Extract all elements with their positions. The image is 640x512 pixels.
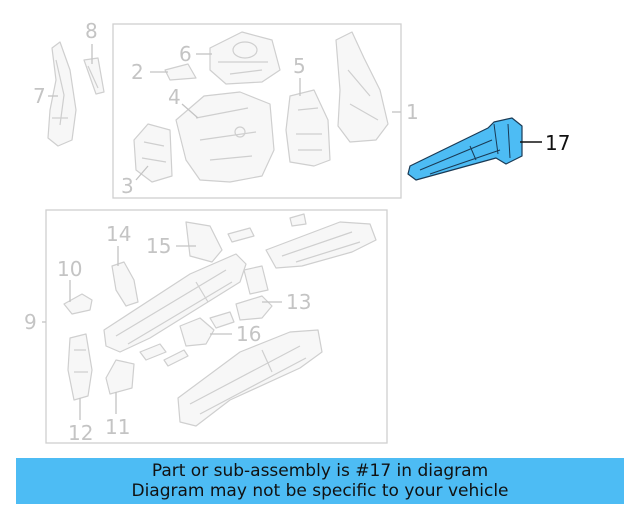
- part-15[interactable]: [185, 221, 223, 263]
- parts-diagram: 1 2 3 4 5 6 7 8 9 10 11 12 13 14 15 16 1…: [24, 19, 570, 445]
- leader-3: [135, 165, 149, 181]
- part-main-rail[interactable]: [103, 253, 247, 353]
- part-14[interactable]: [111, 261, 139, 307]
- part-small-brackets[interactable]: [139, 343, 189, 367]
- part-lower-rail[interactable]: [177, 329, 323, 427]
- callout-12: 12: [68, 421, 93, 445]
- callout-3: 3: [121, 174, 134, 198]
- callout-11: 11: [105, 415, 130, 439]
- part-17[interactable]: [407, 117, 523, 181]
- callout-5: 5: [293, 54, 306, 78]
- banner-line-1: Part or sub-assembly is #17 in diagram: [151, 461, 489, 481]
- part-2[interactable]: [164, 63, 197, 81]
- callout-1: 1: [406, 100, 419, 124]
- callout-7: 7: [33, 84, 46, 108]
- callout-15: 15: [146, 234, 171, 258]
- callout-14: 14: [106, 222, 131, 246]
- part-1[interactable]: [335, 31, 389, 143]
- group-box-1: [112, 23, 402, 199]
- callout-17: 17: [545, 131, 570, 155]
- part-12[interactable]: [67, 333, 93, 401]
- callout-4: 4: [168, 85, 181, 109]
- part-7[interactable]: [47, 41, 77, 147]
- callout-13: 13: [286, 290, 311, 314]
- part-6[interactable]: [209, 31, 281, 85]
- callout-9: 9: [24, 310, 37, 334]
- part-10[interactable]: [63, 293, 93, 315]
- part-8[interactable]: [83, 57, 105, 95]
- part-16[interactable]: [179, 311, 235, 347]
- callout-6: 6: [179, 42, 192, 66]
- banner-line-2: Diagram may not be specific to your vehi…: [131, 481, 509, 501]
- part-15b[interactable]: [227, 213, 307, 243]
- part-3[interactable]: [133, 123, 173, 183]
- part-11[interactable]: [105, 359, 135, 395]
- callout-2: 2: [131, 60, 144, 84]
- group-box-9: [45, 209, 388, 444]
- part-5[interactable]: [285, 89, 331, 167]
- callout-16: 16: [236, 322, 261, 346]
- callout-8: 8: [85, 19, 98, 43]
- callout-10: 10: [57, 257, 82, 281]
- part-4[interactable]: [175, 91, 275, 183]
- info-banner: Part or sub-assembly is #17 in diagram D…: [16, 458, 624, 504]
- leader-4: [181, 103, 199, 119]
- part-large-rail[interactable]: [265, 221, 377, 269]
